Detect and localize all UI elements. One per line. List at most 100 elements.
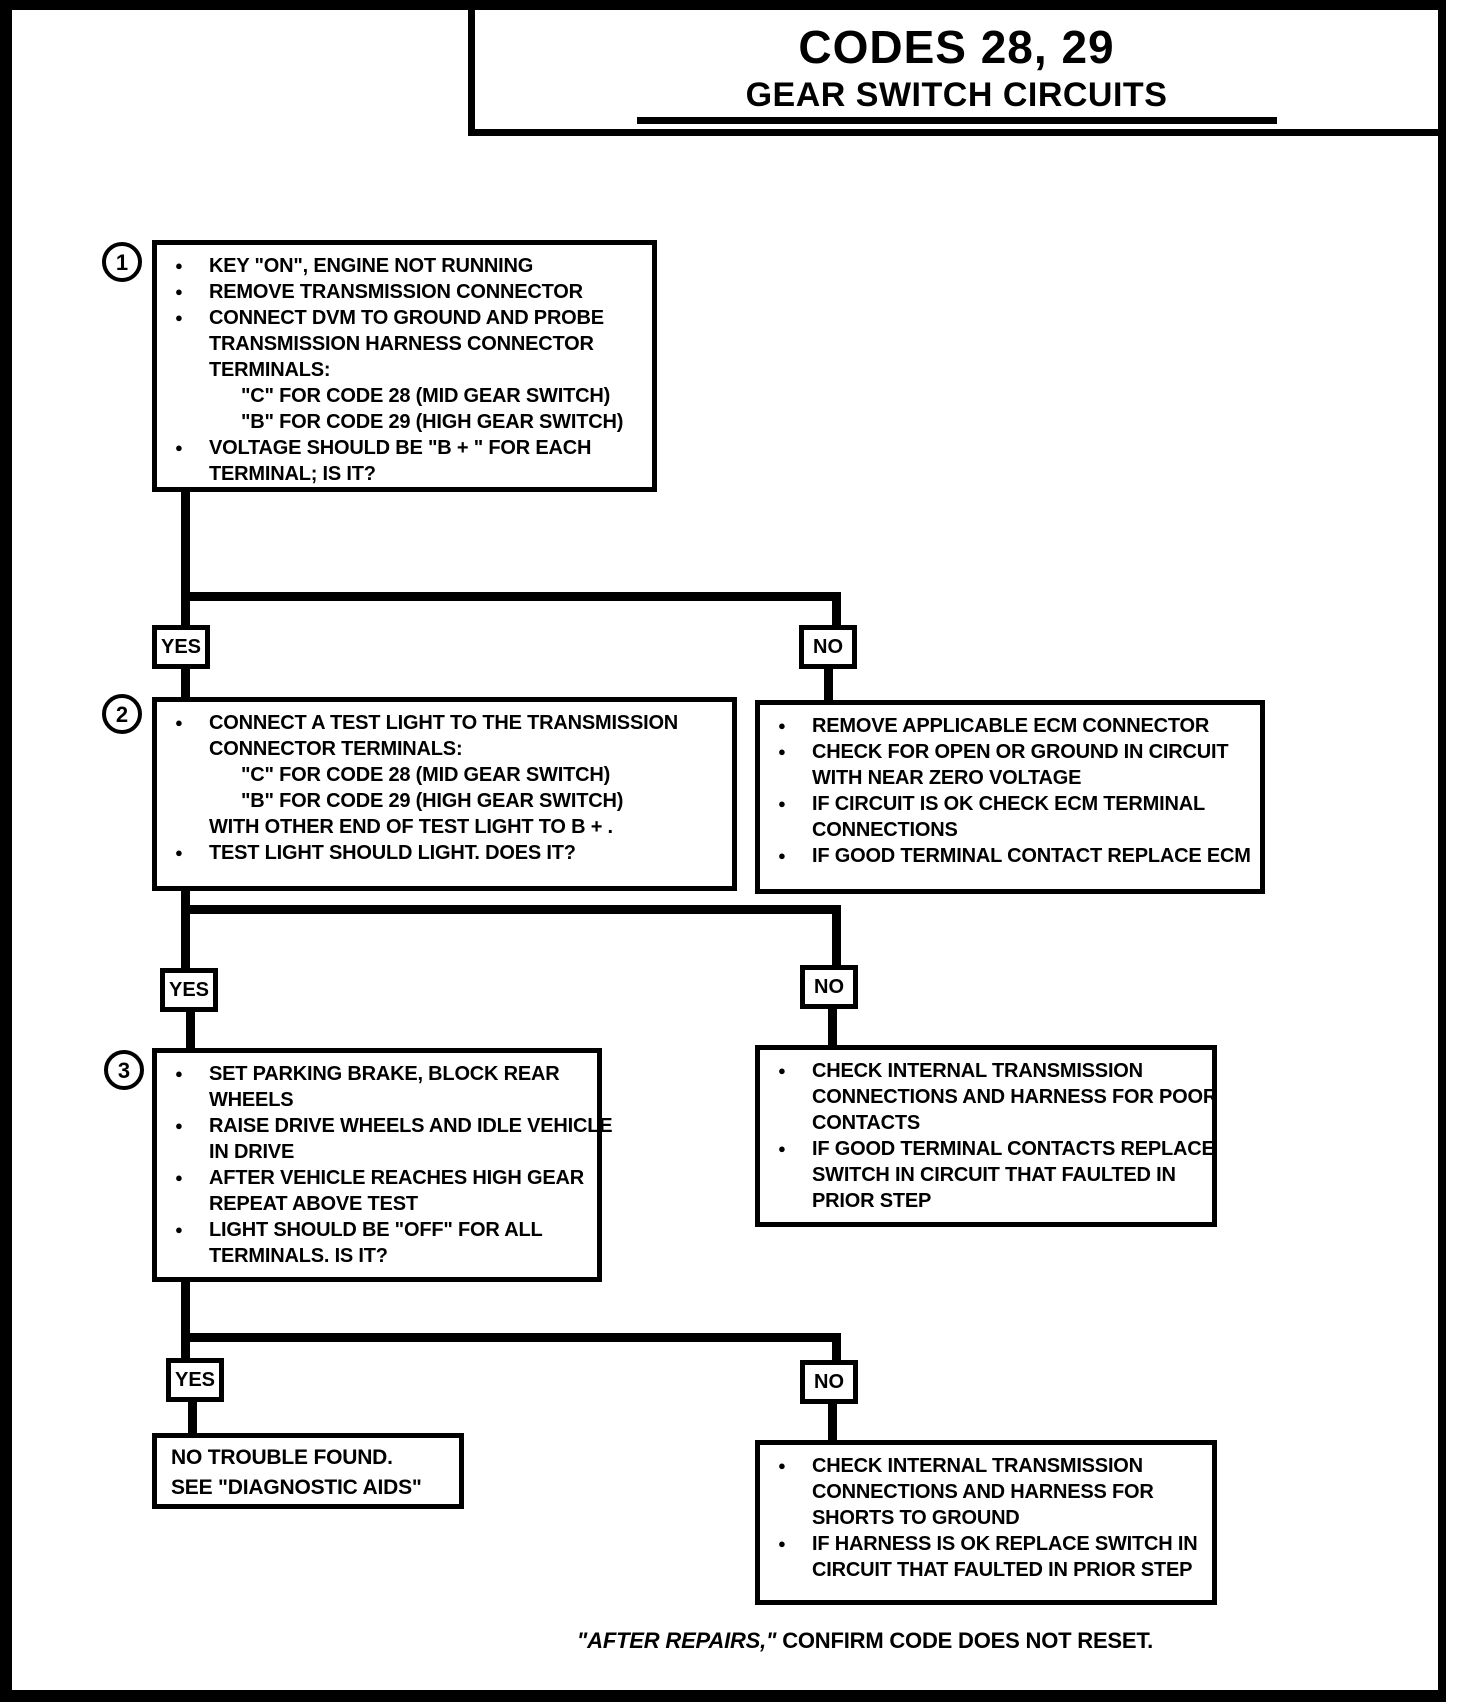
connector-hbar-3 (181, 1333, 841, 1342)
branch-label-no-2: NO (800, 965, 858, 1009)
bullet-text: CONNECT A TEST LIGHT TO THE TRANSMISSION (209, 712, 679, 734)
bullet-text: TEST LIGHT SHOULD LIGHT. DOES IT? (209, 842, 576, 864)
step-number-3: 3 (104, 1050, 144, 1090)
footer-note-text: CONFIRM CODE DOES NOT RESET. (776, 1628, 1154, 1653)
bullet-icon: ● (175, 715, 183, 730)
bullet-icon: ● (175, 1222, 183, 1237)
bullet-text: CHECK INTERNAL TRANSMISSION (812, 1455, 1143, 1477)
result-box-no-trouble-content: NO TROUBLE FOUND. SEE "DIAGNOSTIC AIDS" (157, 1438, 459, 1507)
connector-no2-poor (828, 1007, 837, 1047)
text-line: SEE "DIAGNOSTIC AIDS" (171, 1476, 422, 1499)
bullet-icon: ● (175, 258, 183, 273)
connector-stem-1 (181, 490, 190, 625)
bullet-icon: ● (175, 284, 183, 299)
text-line: ● VOLTAGE SHOULD BE "B + " FOR EACH (163, 435, 648, 461)
bullet-text: IF CIRCUIT IS OK CHECK ECM TERMINAL (812, 793, 1205, 815)
text-line: ● KEY "ON", ENGINE NOT RUNNING (163, 253, 648, 279)
branch-label-yes-1: YES (152, 625, 210, 669)
text-line: SWITCH IN CIRCUIT THAT FAULTED IN (812, 1164, 1176, 1186)
bullet-text: IF HARNESS IS OK REPLACE SWITCH IN (812, 1533, 1198, 1555)
bullet-icon: ● (778, 1141, 786, 1156)
bullet-text: VOLTAGE SHOULD BE "B + " FOR EACH (209, 437, 592, 459)
bullet-icon: ● (778, 718, 786, 733)
branch-label-yes-3: YES (166, 1358, 224, 1402)
text-line: ●REMOVE APPLICABLE ECM CONNECTOR (766, 713, 1256, 739)
branch-label-no-3: NO (800, 1360, 858, 1404)
text-line: ●SET PARKING BRAKE, BLOCK REAR (163, 1061, 593, 1087)
bullet-text: RAISE DRIVE WHEELS AND IDLE VEHICLE (209, 1115, 613, 1137)
text-line: ● IF GOOD TERMINAL CONTACTS REPLACE (766, 1136, 1215, 1162)
text-line: NO TROUBLE FOUND. (171, 1446, 393, 1469)
result-box-shorts: ● CHECK INTERNAL TRANSMISSION CONNECTIONS … (755, 1440, 1217, 1605)
bullet-icon: ● (778, 1536, 786, 1551)
text-line: ●CONNECT DVM TO GROUND AND PROBE (163, 305, 648, 331)
bullet-text: AFTER VEHICLE REACHES HIGH GEAR (209, 1167, 584, 1189)
text-line: TERMINALS: (209, 359, 331, 381)
result-box-poor-contacts-content: ● CHECK INTERNAL TRANSMISSION CONNECTIONS … (760, 1050, 1218, 1218)
text-line: WHEELS (209, 1089, 294, 1111)
text-line: ● CONNECT A TEST LIGHT TO THE TRANSMISSIO… (163, 710, 728, 736)
text-line: ● AFTER VEHICLE REACHES HIGH GEAR (163, 1165, 593, 1191)
connector-drop-no-3 (832, 1342, 841, 1362)
text-line: TERMINAL; IS IT? (209, 463, 376, 485)
text-line: IN DRIVE (209, 1141, 295, 1163)
bullet-text: IF GOOD TERMINAL CONTACTS REPLACE (812, 1138, 1215, 1160)
footer-note-italic: "AFTER REPAIRS," (576, 1628, 777, 1653)
text-line: PRIOR STEP (812, 1190, 932, 1212)
text-line: CIRCUIT THAT FAULTED IN PRIOR STEP (812, 1559, 1193, 1581)
connector-stem-3 (181, 1281, 190, 1359)
bullet-icon: ● (175, 1066, 183, 1081)
bullet-text: CONNECT DVM TO GROUND AND PROBE (209, 307, 604, 329)
subtitle-underline (636, 117, 1277, 124)
bullet-text: CHECK FOR OPEN OR GROUND IN CIRCUIT (812, 741, 1229, 763)
result-box-shorts-content: ● CHECK INTERNAL TRANSMISSION CONNECTIONS … (760, 1445, 1212, 1587)
title-box: CODES 28, 29 GEAR SWITCH CIRCUITS (468, 10, 1438, 136)
page-title: CODES 28, 29 (798, 21, 1115, 73)
text-line: ● LIGHT SHOULD BE "OFF" FOR ALL (163, 1217, 593, 1243)
bullet-text: CHECK INTERNAL TRANSMISSION (812, 1060, 1143, 1082)
result-box-no-trouble: NO TROUBLE FOUND. SEE "DIAGNOSTIC AIDS" (152, 1433, 464, 1509)
bullet-icon: ● (778, 1458, 786, 1473)
text-line: ● TEST LIGHT SHOULD LIGHT. DOES IT? (163, 840, 728, 866)
text-line: WITH NEAR ZERO VOLTAGE (812, 767, 1082, 789)
bullet-icon: ● (175, 1118, 183, 1133)
text-line: CONNECTIONS (812, 819, 958, 841)
text-line: ● IF HARNESS IS OK REPLACE SWITCH IN (766, 1531, 1208, 1557)
text-line: SHORTS TO GROUND (812, 1507, 1020, 1529)
text-line: "C" FOR CODE 28 (MID GEAR SWITCH) (241, 385, 611, 407)
bullet-icon: ● (778, 1063, 786, 1078)
connector-no3-shorts (828, 1402, 837, 1442)
text-line: ● CHECK INTERNAL TRANSMISSION (766, 1453, 1208, 1479)
text-line: "B" FOR CODE 29 (HIGH GEAR SWITCH) (241, 790, 624, 812)
step-box-1: ● KEY "ON", ENGINE NOT RUNNING ● REMOVE TRA… (152, 240, 657, 492)
text-line: "C" FOR CODE 28 (MID GEAR SWITCH) (241, 764, 611, 786)
connector-drop-no-1 (832, 601, 841, 627)
result-box-ecm: ●REMOVE APPLICABLE ECM CONNECTOR● CHECK F… (755, 700, 1265, 894)
text-line: ● CHECK INTERNAL TRANSMISSION (766, 1058, 1208, 1084)
step-number-2: 2 (102, 694, 142, 734)
connector-stem-2 (181, 890, 190, 968)
text-line: CONNECTIONS AND HARNESS FOR (812, 1481, 1154, 1503)
bullet-icon: ● (175, 1170, 183, 1185)
branch-label-yes-2: YES (160, 968, 218, 1012)
bullet-text: KEY "ON", ENGINE NOT RUNNING (209, 255, 534, 277)
text-line: ● REMOVE TRANSMISSION CONNECTOR (163, 279, 648, 305)
text-line: ● RAISE DRIVE WHEELS AND IDLE VEHICLE (163, 1113, 613, 1139)
result-box-poor-contacts: ● CHECK INTERNAL TRANSMISSION CONNECTIONS … (755, 1045, 1217, 1227)
text-line: "B" FOR CODE 29 (HIGH GEAR SWITCH) (241, 411, 624, 433)
text-line: TERMINALS. IS IT? (209, 1245, 388, 1267)
bullet-text: REMOVE TRANSMISSION CONNECTOR (209, 281, 583, 303)
bullet-text: LIGHT SHOULD BE "OFF" FOR ALL (209, 1219, 543, 1241)
bullet-icon: ● (175, 440, 183, 455)
step-box-1-content: ● KEY "ON", ENGINE NOT RUNNING ● REMOVE TRA… (157, 245, 652, 491)
connector-yes2-step3 (186, 1010, 195, 1050)
bullet-icon: ● (175, 845, 183, 860)
step-number-1: 1 (102, 242, 142, 282)
page-subtitle: GEAR SWITCH CIRCUITS (745, 76, 1168, 114)
text-line: CONNECTIONS AND HARNESS FOR POOR (812, 1086, 1218, 1108)
connector-yes1-step2 (181, 668, 190, 698)
result-box-ecm-content: ●REMOVE APPLICABLE ECM CONNECTOR● CHECK F… (760, 705, 1260, 873)
step-box-2-content: ● CONNECT A TEST LIGHT TO THE TRANSMISSIO… (157, 702, 732, 870)
